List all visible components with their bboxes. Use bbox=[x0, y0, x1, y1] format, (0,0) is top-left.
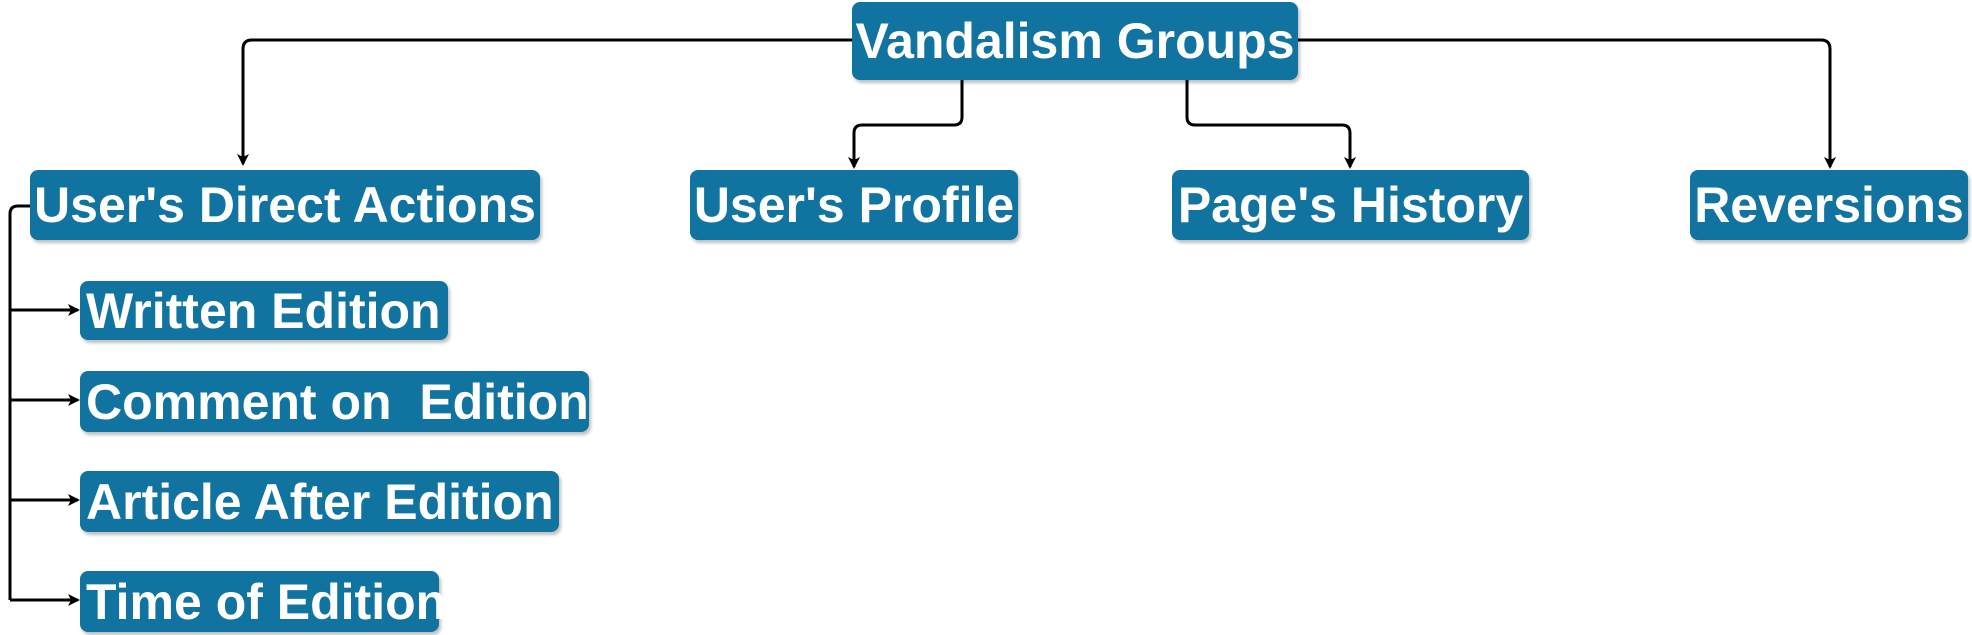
leaf-node-comment-on-edition: Comment on Edition bbox=[80, 371, 589, 432]
connector-root-to-direct-actions bbox=[237, 38, 852, 166]
group-node-reversions: Reversions bbox=[1690, 170, 1968, 240]
connector-root-to-reversions bbox=[1298, 38, 1836, 169]
connector-root-to-history bbox=[1185, 80, 1356, 169]
group-node-pages-history: Page's History bbox=[1172, 170, 1529, 240]
connector-trunk-direct-actions bbox=[8, 204, 30, 600]
leaf-node-article-after-edition: Article After Edition bbox=[80, 471, 559, 532]
group-node-users-profile: User's Profile bbox=[690, 170, 1018, 240]
group-node-users-direct-actions: User's Direct Actions bbox=[30, 170, 540, 240]
connector-root-to-profile bbox=[848, 80, 964, 169]
root-node-vandalism-groups: Vandalism Groups bbox=[852, 2, 1298, 80]
leaf-node-written-edition: Written Edition bbox=[80, 281, 448, 340]
leaf-node-time-of-edition: Time of Edition bbox=[80, 571, 446, 632]
